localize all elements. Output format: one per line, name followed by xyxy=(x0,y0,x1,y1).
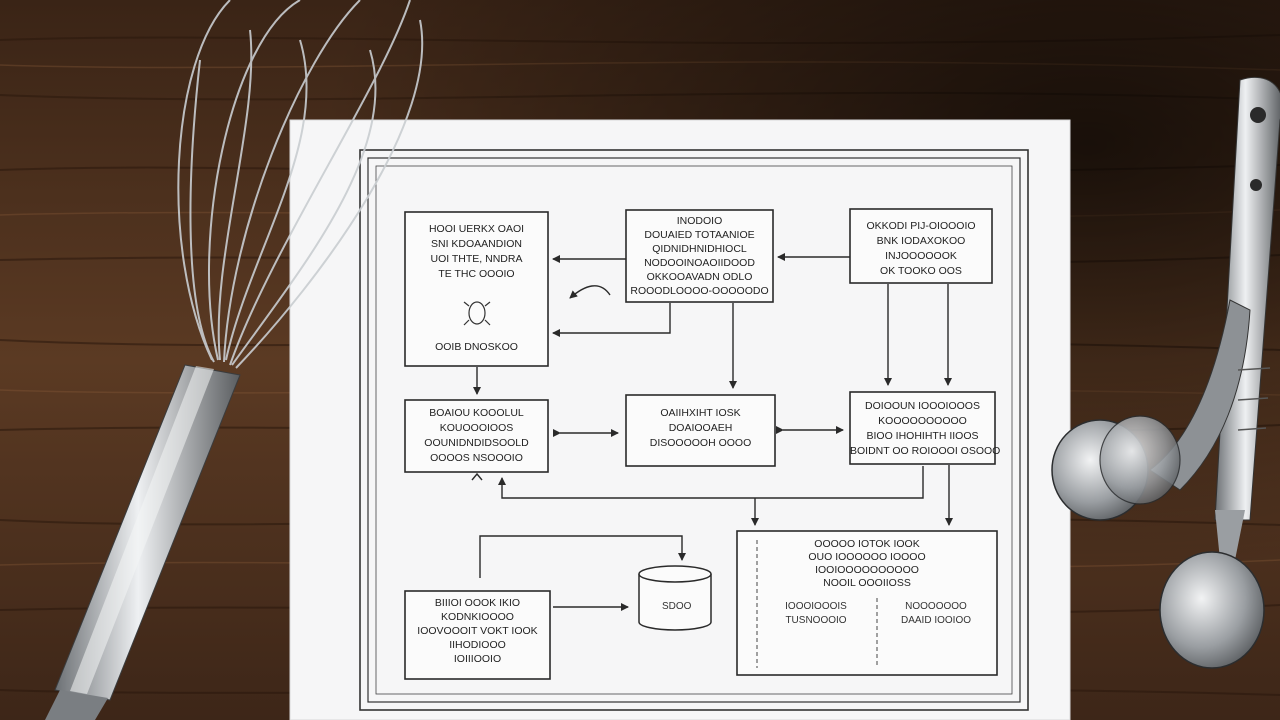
box-top-left-text: HOOI UERKX OAOI SNI KDOAANDION UOI THTE,… xyxy=(405,222,548,282)
label-line: OOOOO IOTOK IOOK xyxy=(814,538,920,550)
label-line: DOAIOOAEH xyxy=(668,422,733,434)
diagram-frame-inner xyxy=(367,157,1021,703)
box-mid-right xyxy=(849,391,996,465)
label-line: IOOIOOOOOOOOOO xyxy=(815,564,919,576)
box-bot-left-text: BIIIOI OOOK IKIO KODNKIOOOO IOOVOOOIT VO… xyxy=(405,596,550,666)
box-mid-mid-text: OAIIHXIHT IOSK DOAIOOAEH DISOOOOOH OOOO xyxy=(626,406,775,451)
label-line: IOOVOOOIT VOKT IOOK xyxy=(417,625,538,637)
box-top-mid xyxy=(625,209,774,303)
box-mid-left xyxy=(404,399,549,473)
box-top-right-text: OKKODI PIJ-OIOOOIO BNK IODAXOKOO INJOOOO… xyxy=(850,219,992,279)
whisk xyxy=(45,0,424,720)
bot-right-col-right: NOOOOOOO DAAID IOOIOO xyxy=(882,600,990,628)
label-line: OAIIHXIHT IOSK xyxy=(660,407,741,419)
measuring-spoons xyxy=(1051,76,1280,669)
label-line: OOUNIDNDIDSOOLD xyxy=(424,437,529,449)
label-line: OOIB DNOSKOO xyxy=(435,341,518,353)
label-line: NODOOINOAOIIDOOD xyxy=(644,257,755,269)
label-line: DOIOOUN IOOOIOOOS xyxy=(865,400,980,412)
box-bot-right-text: OOOOO IOTOK IOOK OUO IOOOOOO IOOOO IOOIO… xyxy=(737,538,997,590)
box-top-mid-text: INODOIO DOUAIED TOTAANIOE QIDNIDHNIDHIOC… xyxy=(626,214,773,298)
label-line: OKKOOAVADN ODLO xyxy=(646,271,753,283)
label-line: DAAID IOOIOO xyxy=(900,615,971,626)
box-top-left xyxy=(404,211,549,367)
label-line: UOI THTE, NNDRA xyxy=(430,253,523,265)
label-line: KOUOOOIOOS xyxy=(439,422,514,434)
database-label: SDOO xyxy=(662,601,692,612)
box-top-right xyxy=(849,208,993,284)
label-line: KOOOOOOOOOO xyxy=(878,415,967,427)
bug-icon xyxy=(463,301,491,326)
label-line: IOOOIOOOIS xyxy=(785,601,847,612)
label-line: HOOI UERKX OAOI xyxy=(428,223,525,235)
label-line: BNK IODAXOKOO xyxy=(876,235,966,247)
label-line: DOUAIED TOTAANIOE xyxy=(644,229,755,241)
label-line: ROOODLOOOO-OOOOODO xyxy=(630,285,769,297)
label-line: TUSNOOOIO xyxy=(785,615,847,626)
box-mid-mid xyxy=(625,394,776,467)
label-line: BIIIOI OOOK IKIO xyxy=(434,597,521,609)
box-top-left-footer: OOIB DNOSKOO xyxy=(405,340,548,355)
label-line: IOIIIOOIO xyxy=(453,653,502,665)
box-mid-left-text: BOAIOU KOOOLUL KOUOOOIOOS OOUNIDNDIDSOOL… xyxy=(405,406,548,466)
diagram-frame-outer xyxy=(359,149,1029,711)
label-line: SNI KDOAANDION xyxy=(430,238,522,250)
database-icon xyxy=(638,565,712,631)
label-line: TE THC OOOIO xyxy=(438,268,515,280)
label-line: OUO IOOOOOO IOOOO xyxy=(808,551,926,563)
label-line: NOOIL OOOIIOSS xyxy=(823,577,911,589)
label-line: OK TOOKO OOS xyxy=(880,265,962,277)
label-line: BOAIOU KOOOLUL xyxy=(429,407,524,419)
label-line: INJOOOOOOK xyxy=(885,250,957,262)
label-line: QIDNIDHNIDHIOCL xyxy=(652,243,747,255)
label-line: IIHODIOOO xyxy=(449,639,506,651)
label-line: DISOOOOOH OOOO xyxy=(649,437,752,449)
flow-arrows xyxy=(473,253,953,611)
label-line: BIOO IHOHIHTH IIOOS xyxy=(866,430,979,442)
label-line: KODNKIOOOO xyxy=(441,611,514,623)
box-mid-right-text: DOIOOUN IOOOIOOOS KOOOOOOOOOO BIOO IHOHI… xyxy=(850,399,1001,459)
label-line: OOOOS NSOOOIO xyxy=(430,452,523,464)
box-bot-left xyxy=(404,590,551,680)
box-bot-right xyxy=(736,530,998,676)
bot-right-col-left: IOOOIOOOIS TUSNOOOIO xyxy=(762,600,870,628)
label-line: INODOIO xyxy=(676,215,723,227)
label-line: OKKODI PIJ-OIOOOIO xyxy=(866,220,976,232)
label-line: NOOOOOOO xyxy=(905,601,967,612)
label-line: BOIDNT OO ROIOOOI OSOOO xyxy=(850,445,1001,457)
